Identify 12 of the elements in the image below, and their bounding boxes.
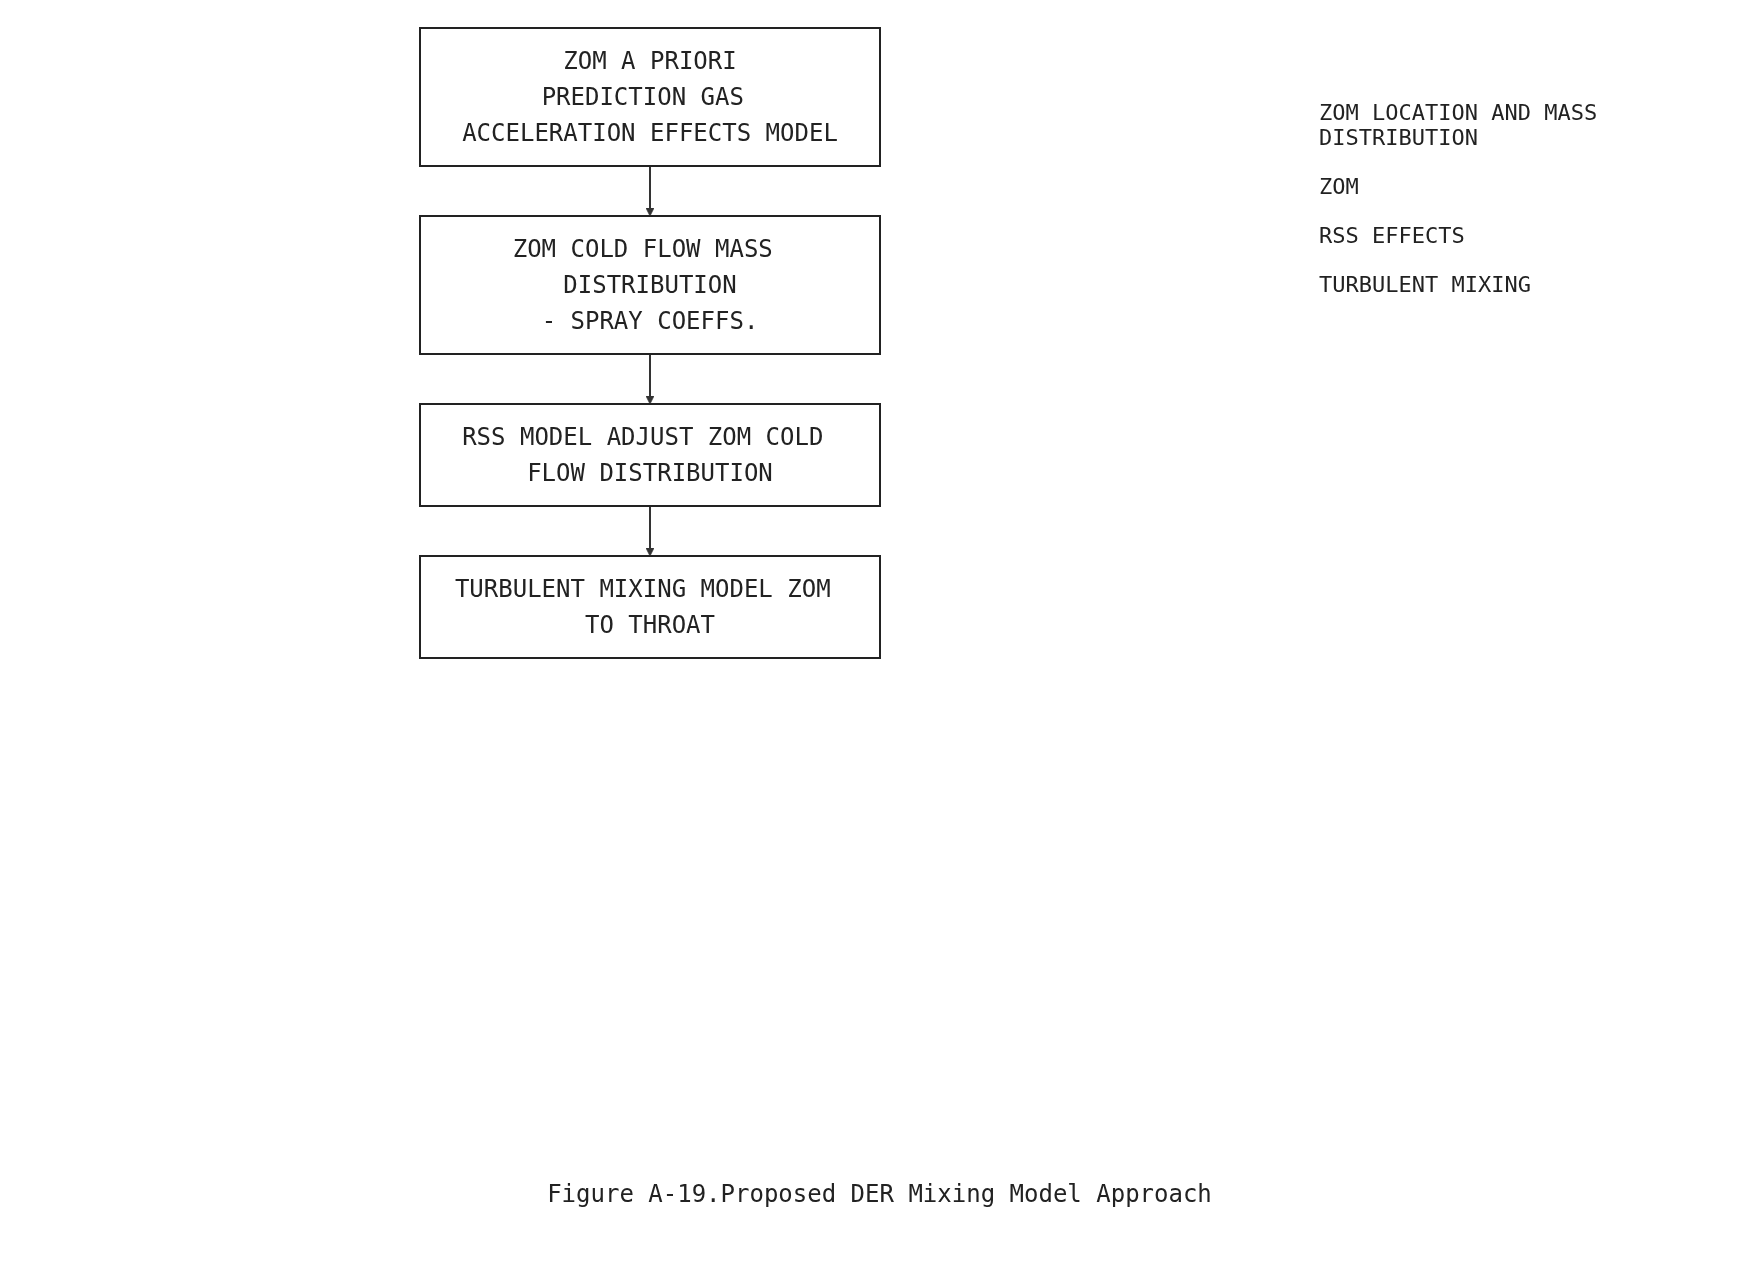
note-label: ZOM [1319,174,1360,199]
arrow [645,505,654,557]
note-label: ZOM LOCATION AND MASS DISTRIBUTION [1319,100,1599,150]
caption: Figure A-19.Proposed DER Mixing Model Approach [546,1180,1213,1208]
node-box: ZOM COLD FLOW MASS DISTRIBUTION - SPRAY COEFFS. [418,215,881,355]
note-label: TURBULENT MIXING [1319,272,1532,297]
note-label: RSS EFFECTS [1319,223,1466,248]
node-box: RSS MODEL ADJUST ZOM COLD FLOW DISTRIBUTION [418,403,881,507]
node-box: TURBULENT MIXING MODEL ZOM TO THROAT [418,555,881,659]
arrow [645,353,654,405]
arrow [645,165,654,217]
node-box: ZOM A PRIORI PREDICTION GAS ACCELERATION EFFECTS MODEL [418,27,881,167]
